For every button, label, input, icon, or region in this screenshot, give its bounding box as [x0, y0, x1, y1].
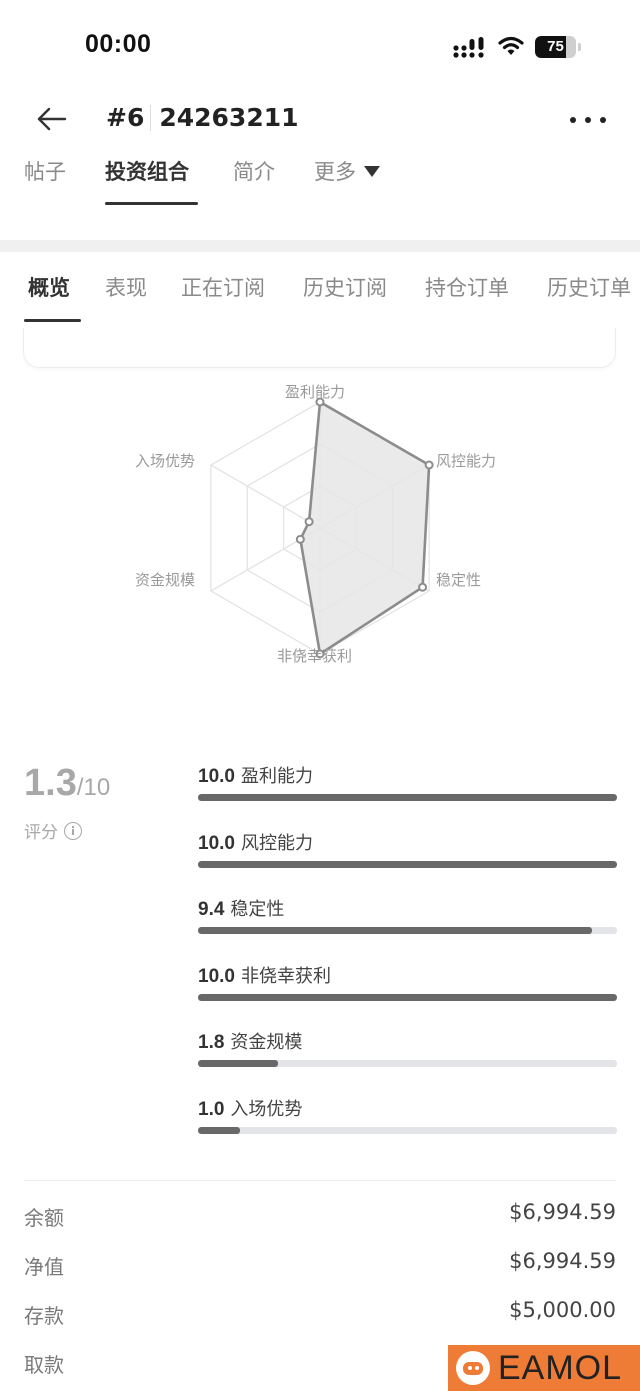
- caret-down-icon: [364, 165, 380, 177]
- radar-label-entry-advantage: 入场优势: [135, 452, 196, 470]
- subtab-performance[interactable]: 表现: [105, 276, 147, 300]
- metric-bar-track: [198, 860, 617, 868]
- nav-header: #6 24263211: [0, 95, 640, 145]
- account-stats: 余额 $6,994.59 净值 $6,994.59 存款 $5,000.00 取…: [24, 1194, 616, 1390]
- tab-portfolio[interactable]: 投资组合: [105, 160, 189, 184]
- tab-profile[interactable]: 简介: [233, 160, 275, 184]
- metric-label: 风控能力: [240, 832, 313, 854]
- metric-bar-fill: [198, 860, 617, 868]
- stat-value: $6,994.59: [509, 1200, 616, 1224]
- watermark-badge: EAMOL: [448, 1345, 640, 1391]
- watermark-text: EAMOL: [498, 1348, 623, 1387]
- metric-value: 1.0: [198, 1098, 225, 1120]
- stat-row-balance: 余额 $6,994.59: [24, 1194, 616, 1243]
- metric-bar-track: [198, 993, 617, 1001]
- metric-bar-track: [198, 1126, 617, 1134]
- score-label: 评分: [24, 823, 58, 843]
- status-time: 00:00: [85, 30, 152, 58]
- stat-label: 取款: [24, 1353, 64, 1377]
- metric-label: 非侥幸获利: [240, 965, 331, 987]
- account-id: 24263211: [159, 103, 299, 132]
- wifi-icon: [498, 36, 524, 55]
- tab-more[interactable]: 更多: [314, 156, 380, 186]
- back-arrow-icon[interactable]: [32, 101, 72, 137]
- subtab-history-orders[interactable]: 历史订单: [547, 276, 631, 300]
- metric-bar-track: [198, 794, 617, 801]
- stat-row-deposit: 存款 $5,000.00: [24, 1292, 616, 1341]
- metric-label: 盈利能力: [240, 766, 313, 787]
- card-edge: [23, 328, 616, 368]
- metric-value: 9.4: [198, 899, 225, 921]
- tab-posts[interactable]: 帖子: [24, 160, 66, 184]
- metric-label: 稳定性: [230, 899, 285, 921]
- stat-label: 存款: [24, 1304, 64, 1328]
- battery-fill: [535, 36, 566, 58]
- score-max: /10: [76, 774, 111, 801]
- cellular-signal-icon: [453, 37, 484, 58]
- radar-label-profitability: 盈利能力: [285, 383, 346, 401]
- stat-row-equity: 净值 $6,994.59: [24, 1243, 616, 1292]
- title-divider: [150, 104, 152, 131]
- stat-label: 净值: [24, 1255, 64, 1279]
- section-divider: [0, 240, 640, 252]
- metric-value: 10.0: [198, 832, 235, 854]
- metric-value: 10.0: [198, 766, 235, 787]
- sub-tabs: 概览 表现 正在订阅 历史订阅 持仓订单 历史订单: [0, 262, 640, 322]
- info-icon[interactable]: [64, 821, 82, 840]
- subtab-subscribing[interactable]: 正在订阅: [181, 276, 265, 300]
- stats-divider: [24, 1180, 616, 1181]
- stat-value: $6,994.59: [509, 1249, 616, 1273]
- metric-bar-fill: [198, 927, 592, 935]
- metric-value: 10.0: [198, 965, 235, 987]
- account-title: #6 24263211: [106, 103, 299, 132]
- score-block: 1.3/10 评分: [24, 762, 184, 852]
- radar-svg: [210, 397, 434, 659]
- radar-chart: 盈利能力 风控能力 稳定性 非侥幸获利 资金规模 入场优势: [120, 370, 520, 670]
- metric-bar-track: [198, 1060, 617, 1068]
- stat-row-withdrawal: 取款: [24, 1341, 616, 1390]
- radar-label-non-luck: 非侥幸获利: [277, 647, 353, 665]
- battery-icon: 75: [535, 36, 583, 58]
- status-bar: 00:00 75: [0, 0, 640, 90]
- metric-value: 1.8: [198, 1032, 225, 1054]
- radar-label-risk-control: 风控能力: [436, 452, 497, 470]
- active-tab-indicator: [105, 202, 198, 205]
- stat-label: 余额: [24, 1206, 64, 1230]
- metric-bar-fill: [198, 1060, 278, 1068]
- stat-value: $5,000.00: [509, 1298, 616, 1322]
- subtab-history-subscriptions[interactable]: 历史订阅: [303, 276, 387, 300]
- metric-bar-fill: [198, 794, 617, 801]
- metric-bar-track: [198, 927, 617, 935]
- robot-logo-icon: [456, 1351, 490, 1385]
- active-subtab-indicator: [24, 319, 81, 322]
- radar-label-capital-scale: 资金规模: [135, 571, 196, 589]
- score-value: 1.3: [24, 762, 77, 804]
- metric-bar-fill: [198, 993, 617, 1001]
- score-label-row: 评分: [24, 818, 82, 843]
- subtab-overview[interactable]: 概览: [28, 276, 70, 300]
- more-options-button[interactable]: [568, 107, 608, 133]
- metric-label: 入场优势: [230, 1098, 303, 1120]
- radar-label-stability: 稳定性: [436, 571, 482, 589]
- more-dots-icon: [570, 117, 576, 123]
- tab-more-label: 更多: [314, 160, 356, 184]
- metric-label: 资金规模: [230, 1032, 303, 1054]
- battery-level: 75: [547, 38, 564, 55]
- top-tabs: 帖子 投资组合 简介 更多: [0, 150, 640, 368]
- metric-bar-fill: [198, 1126, 240, 1134]
- rank-label: #6: [106, 103, 145, 132]
- subtab-open-orders[interactable]: 持仓订单: [425, 276, 509, 300]
